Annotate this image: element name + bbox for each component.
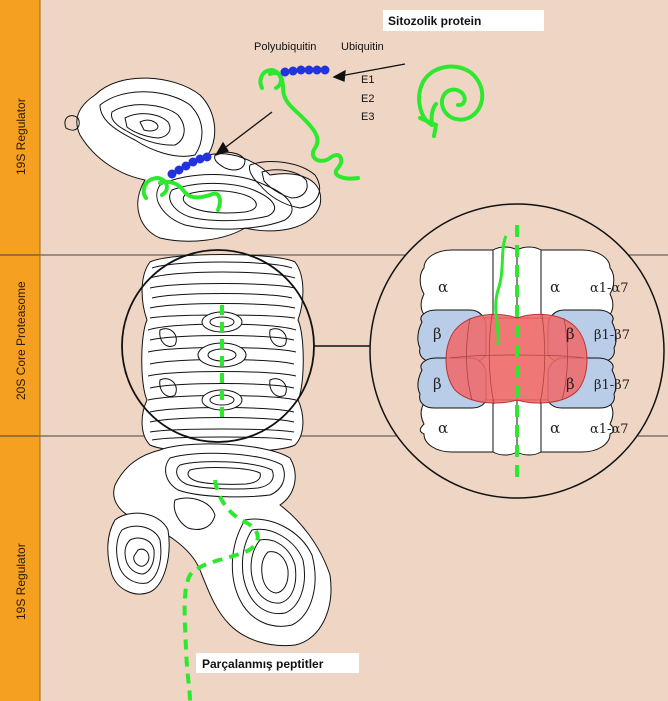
e1-label: E1 [361, 74, 374, 86]
alpha-top-right: α [550, 278, 560, 296]
ubiquitin-label: Ubiquitin [341, 41, 384, 53]
beta-lower-right: β [566, 375, 575, 393]
polyubiquitin-label: Polyubiquitin [254, 41, 316, 53]
sidebar-label-top-regulator: 19S Regulator [14, 98, 28, 175]
row-label-alpha-bottom: α1-α7 [590, 422, 629, 437]
cytosolic-protein-label: Sitozolik protein [388, 14, 481, 28]
core-detail: α α β β β β α α α1-α7 β1-β7 β1-β7 α1-α7 [370, 204, 668, 498]
contour-map [65, 78, 331, 646]
row-label-beta-upper: β1-β7 [594, 328, 630, 343]
sidebar-label-core: 20S Core Proteasome [14, 281, 28, 400]
peptides-label: Parçalanmış peptitler [202, 657, 324, 671]
beta-upper-left: β [433, 325, 442, 343]
row-label-alpha-top: α1-α7 [590, 281, 629, 296]
alpha-bottom-left: α [438, 419, 448, 437]
tagged-protein [260, 70, 358, 179]
e3-label: E3 [361, 111, 374, 123]
sidebar-label-bottom-regulator: 19S Regulator [14, 543, 28, 620]
ubiquitin-chain-top [281, 66, 330, 77]
beta-lower-left: β [433, 375, 442, 393]
row-label-beta-lower: β1-β7 [594, 378, 630, 393]
alpha-bottom-right: α [550, 419, 560, 437]
arrows [216, 64, 405, 155]
e2-label: E2 [361, 93, 374, 105]
alpha-top-left: α [438, 278, 448, 296]
beta-upper-right: β [566, 325, 575, 343]
transfer-arrow [222, 112, 272, 150]
cytosolic-protein-spiral [419, 67, 482, 136]
